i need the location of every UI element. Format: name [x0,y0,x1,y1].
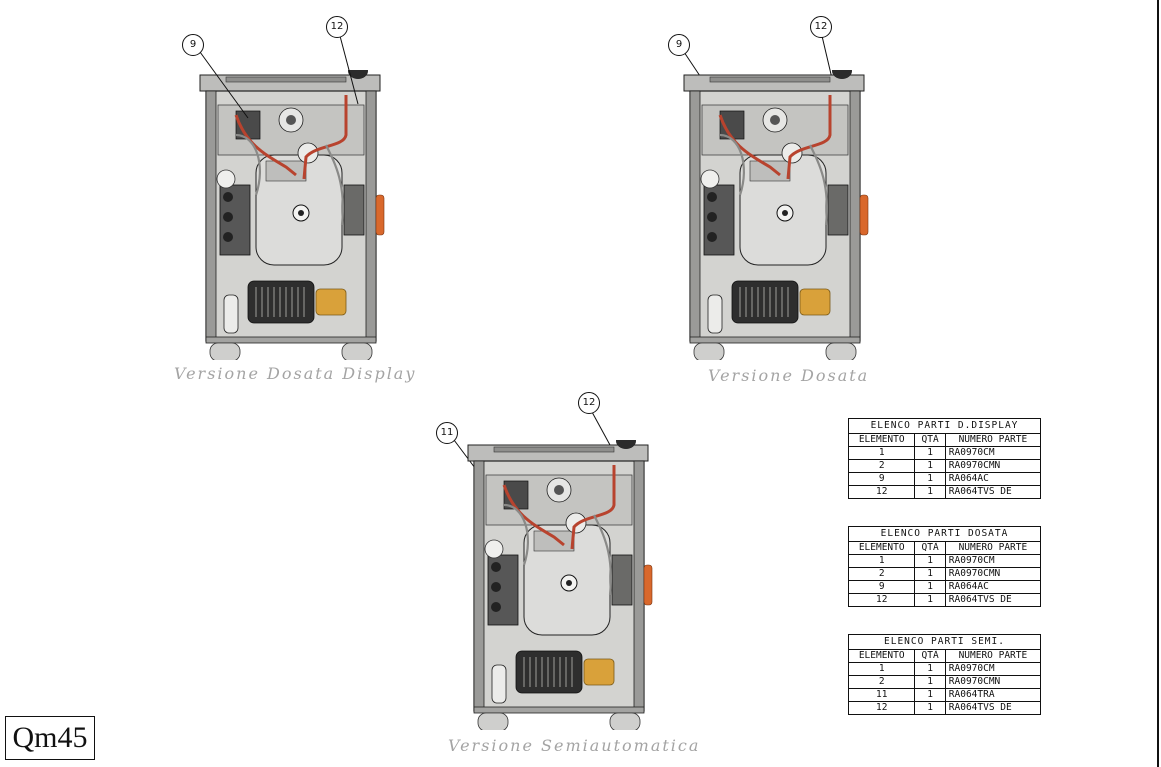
col-header-numero-parte: NUMERO PARTE [944,541,1042,555]
parts-table-title: ELENCO PARTI DOSATA [848,526,1041,542]
col-header-numero-parte: NUMERO PARTE [944,433,1042,447]
caption-view-3: Versione Semiautomatica [448,736,701,755]
caption-view-1: Versione Dosata Display [174,364,417,383]
col-header-elemento: ELEMENTO [847,649,916,663]
parts-table-title: ELENCO PARTI D.DISPLAY [848,418,1041,434]
caption-view-2: Versione Dosata [708,366,870,385]
col-header-elemento: ELEMENTO [847,433,916,447]
col-header-numero-parte: NUMERO PARTE [944,649,1042,663]
model-label: Qm45 [5,716,95,760]
parts-table-display: ELENCO PARTI D.DISPLAY ELEMENTO QTÀ NUME… [847,418,1042,499]
col-header-elemento: ELEMENTO [847,541,916,555]
parts-table-semi: ELENCO PARTI SEMI. ELEMENTO QTÀ NUMERO P… [847,634,1042,715]
machine-view-dosata [680,60,870,360]
balloon-view1-item-12: 12 [326,16,348,38]
balloon-view3-item-11: 11 [436,422,458,444]
col-header-qta: QTÀ [914,541,946,555]
parts-table-dosata: ELENCO PARTI DOSATA ELEMENTO QTÀ NUMERO … [847,526,1042,607]
balloon-view3-item-12: 12 [578,392,600,414]
drawing-border [1157,0,1159,767]
balloon-view2-item-9: 9 [668,34,690,56]
col-header-qta: QTÀ [914,433,946,447]
balloon-view1-item-9: 9 [182,34,204,56]
machine-view-semiautomatica [464,430,654,730]
balloon-view2-item-12: 12 [810,16,832,38]
parts-table-title: ELENCO PARTI SEMI. [848,634,1041,650]
col-header-qta: QTÀ [914,649,946,663]
